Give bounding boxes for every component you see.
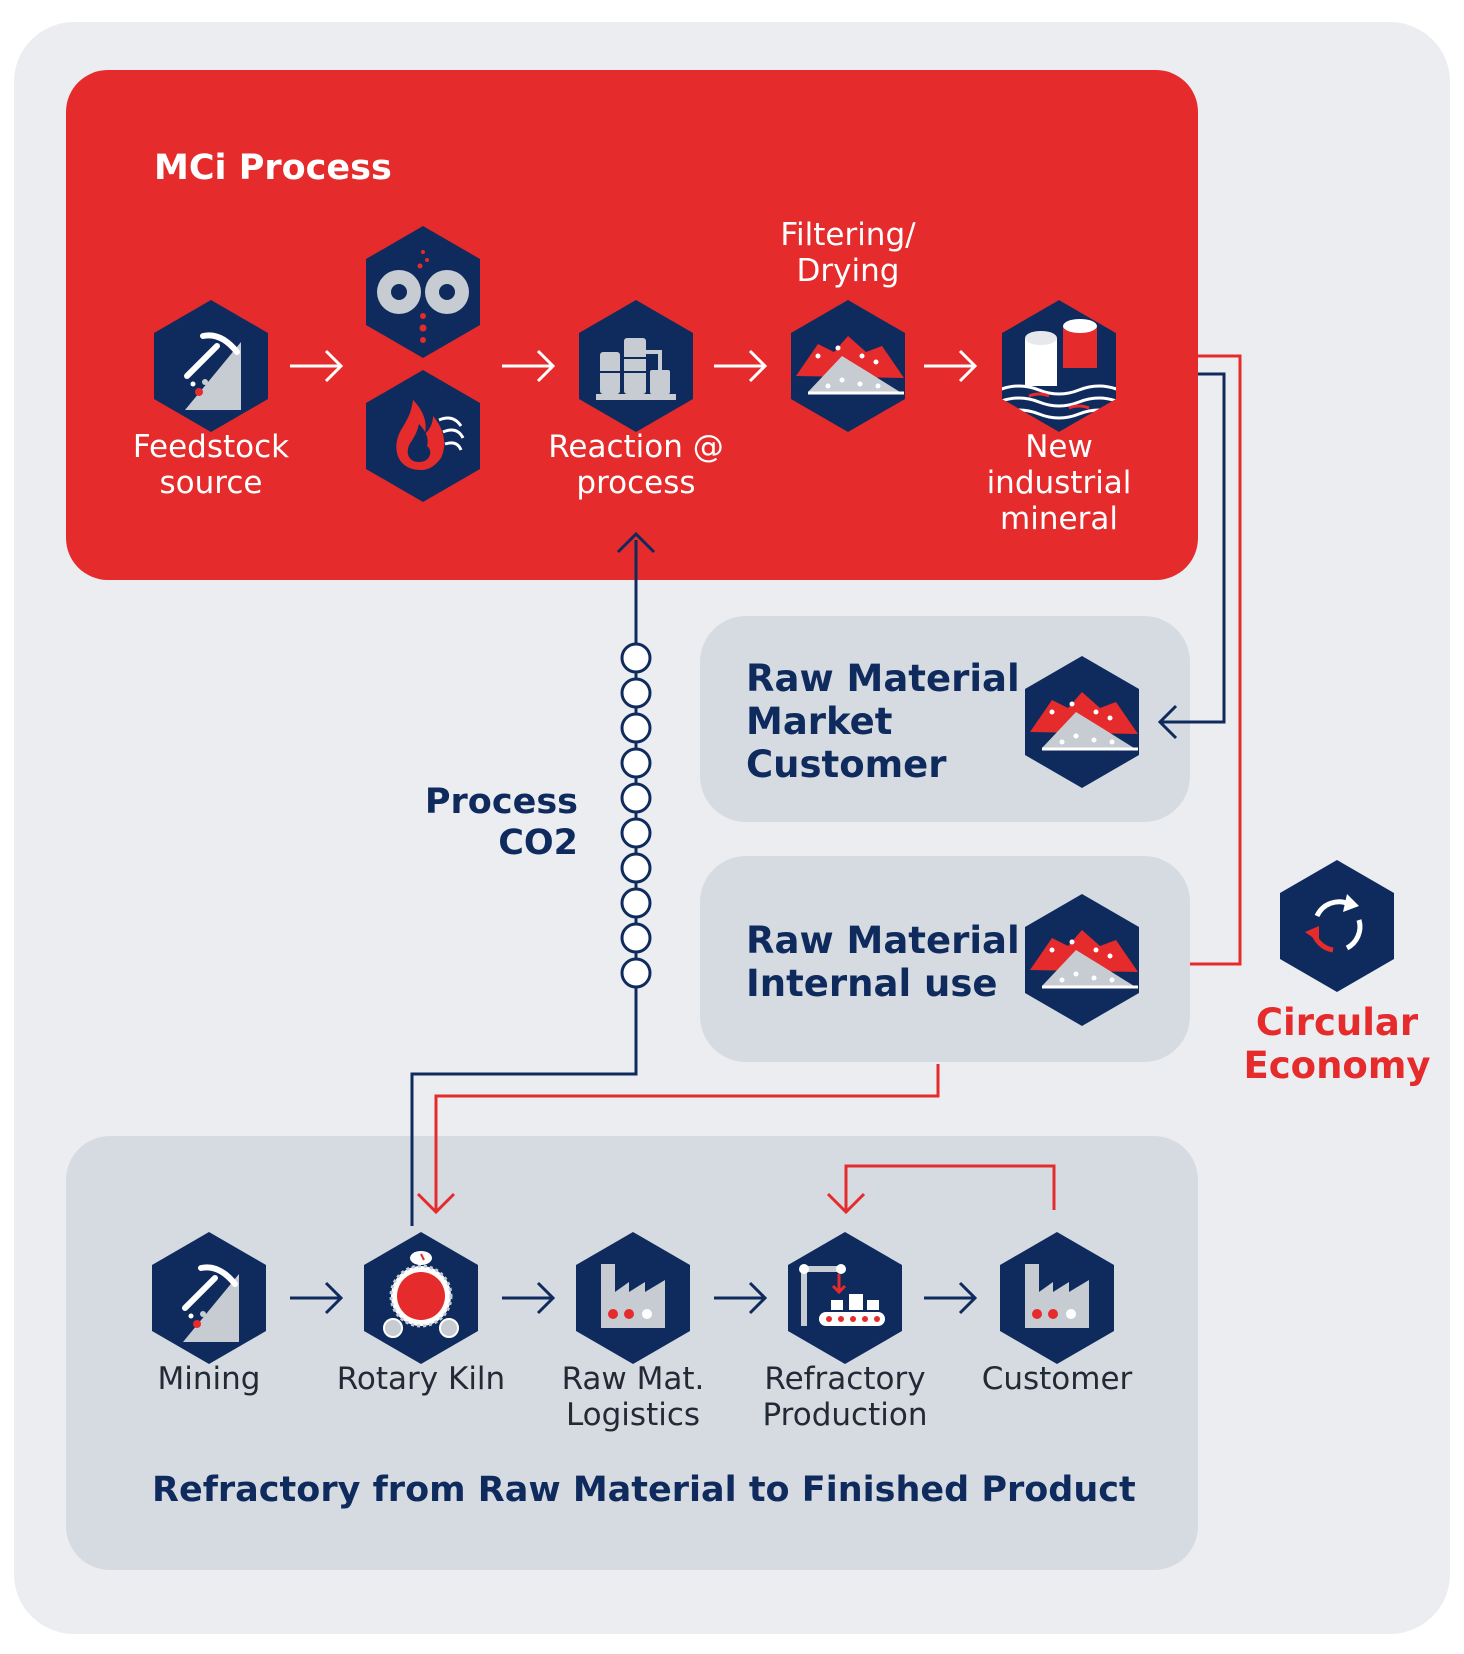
market-flow-line — [1160, 372, 1226, 724]
reaction-label: Reaction @ process — [548, 429, 724, 501]
mineral-pile-icon — [1025, 894, 1140, 1026]
circular-economy-label: Circular Economy — [1243, 1001, 1431, 1087]
robot-arm-conveyor-icon — [788, 1232, 902, 1364]
arrow-3 — [714, 349, 768, 383]
arrow-2 — [502, 349, 556, 383]
arrow-6 — [502, 1281, 556, 1315]
factory-icon — [576, 1232, 690, 1364]
new-mineral-label: New industrial mineral — [986, 429, 1132, 537]
flame-icon — [366, 370, 480, 502]
reactor-plant-icon — [579, 300, 693, 432]
filtering-label: Filtering/ Drying — [780, 217, 916, 289]
customer-feedback-line — [844, 1164, 1056, 1212]
crusher-rollers-icon — [366, 226, 480, 358]
reaction-arrowhead — [616, 531, 656, 554]
paper-rolls-icon — [1002, 300, 1116, 432]
mining-label: Mining — [157, 1361, 261, 1397]
raw-material-market-label: Raw Material Market Customer — [746, 657, 1020, 786]
arrow-1 — [290, 349, 344, 383]
market-arrowhead — [1157, 704, 1178, 740]
process-co2-label: Process CO2 — [424, 782, 578, 863]
factory-icon — [1000, 1232, 1114, 1364]
customer-label: Customer — [981, 1361, 1133, 1397]
pickaxe-rock-icon — [152, 1232, 266, 1364]
circular-economy-line — [1190, 354, 1242, 966]
recycle-arrows-icon — [1280, 860, 1394, 992]
arrow-8 — [924, 1281, 978, 1315]
refractory-title: Refractory from Raw Material to Finished… — [152, 1470, 1136, 1510]
arrow-7 — [714, 1281, 768, 1315]
refractory-arrows — [290, 1281, 978, 1315]
co2-line — [410, 540, 638, 1226]
arrow-4 — [924, 349, 978, 383]
co2-bubbles — [620, 642, 652, 989]
internal-use-line — [434, 1064, 940, 1212]
feedstock-label: Feedstock source — [132, 429, 290, 501]
arrow-5 — [290, 1281, 344, 1315]
raw-material-internal-label: Raw Material Internal use — [746, 919, 1020, 1005]
production-label: Refractory Production — [762, 1361, 928, 1433]
rotary-kiln-icon — [364, 1232, 478, 1364]
rotary-kiln-label: Rotary Kiln — [336, 1361, 506, 1397]
production-arrowhead — [826, 1192, 866, 1215]
mineral-pile-icon — [791, 300, 906, 432]
kiln-arrowhead — [416, 1192, 456, 1215]
logistics-label: Raw Mat. Logistics — [561, 1361, 705, 1433]
pickaxe-rock-icon — [154, 300, 268, 432]
mci-process-title: MCi Process — [154, 148, 392, 188]
mineral-pile-icon — [1025, 656, 1140, 788]
mci-arrows — [290, 349, 978, 383]
